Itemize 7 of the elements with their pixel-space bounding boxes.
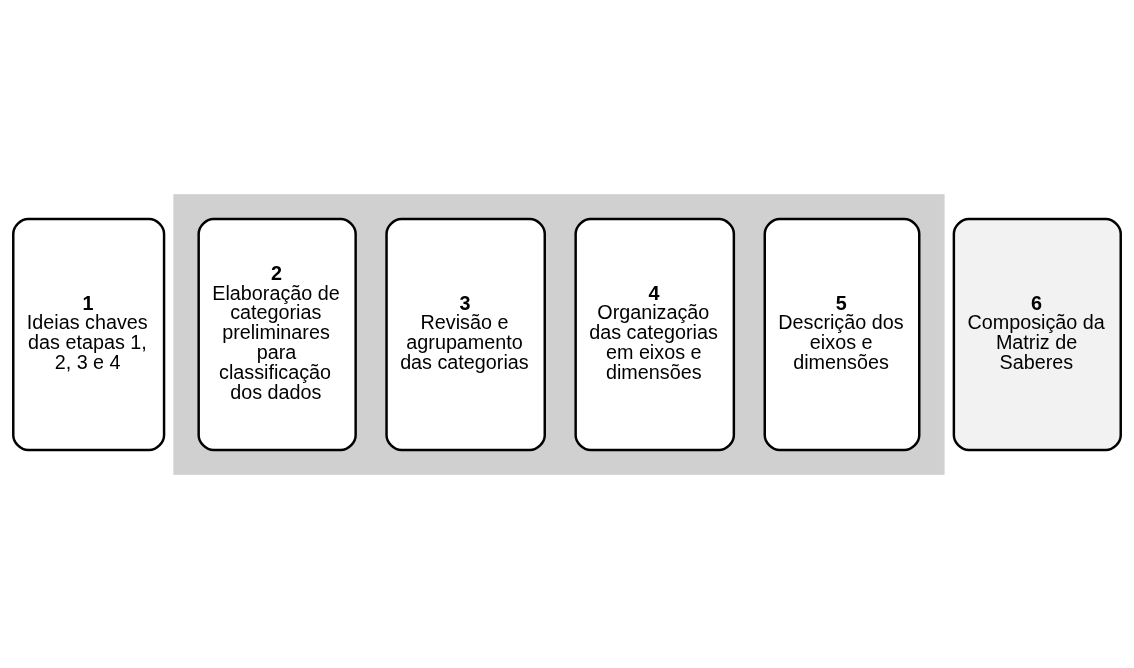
node-box: 5 Descrição dos eixos e dimensões xyxy=(763,217,921,451)
node-box: 4 Organização das categorias em eixos e dimensões xyxy=(574,217,736,451)
cluster xyxy=(173,193,945,475)
node-box: 3 Revisão e agrupamento das categorias xyxy=(385,217,546,451)
node-box: 1 Ideias chaves das etapas 1, 2, 3 e 4 xyxy=(12,217,166,451)
node-box: 6 Composição da Matriz de Saberes xyxy=(952,217,1122,451)
node-box: 2 Elaboração de categorias preliminares para classificação dos dados xyxy=(197,217,357,451)
